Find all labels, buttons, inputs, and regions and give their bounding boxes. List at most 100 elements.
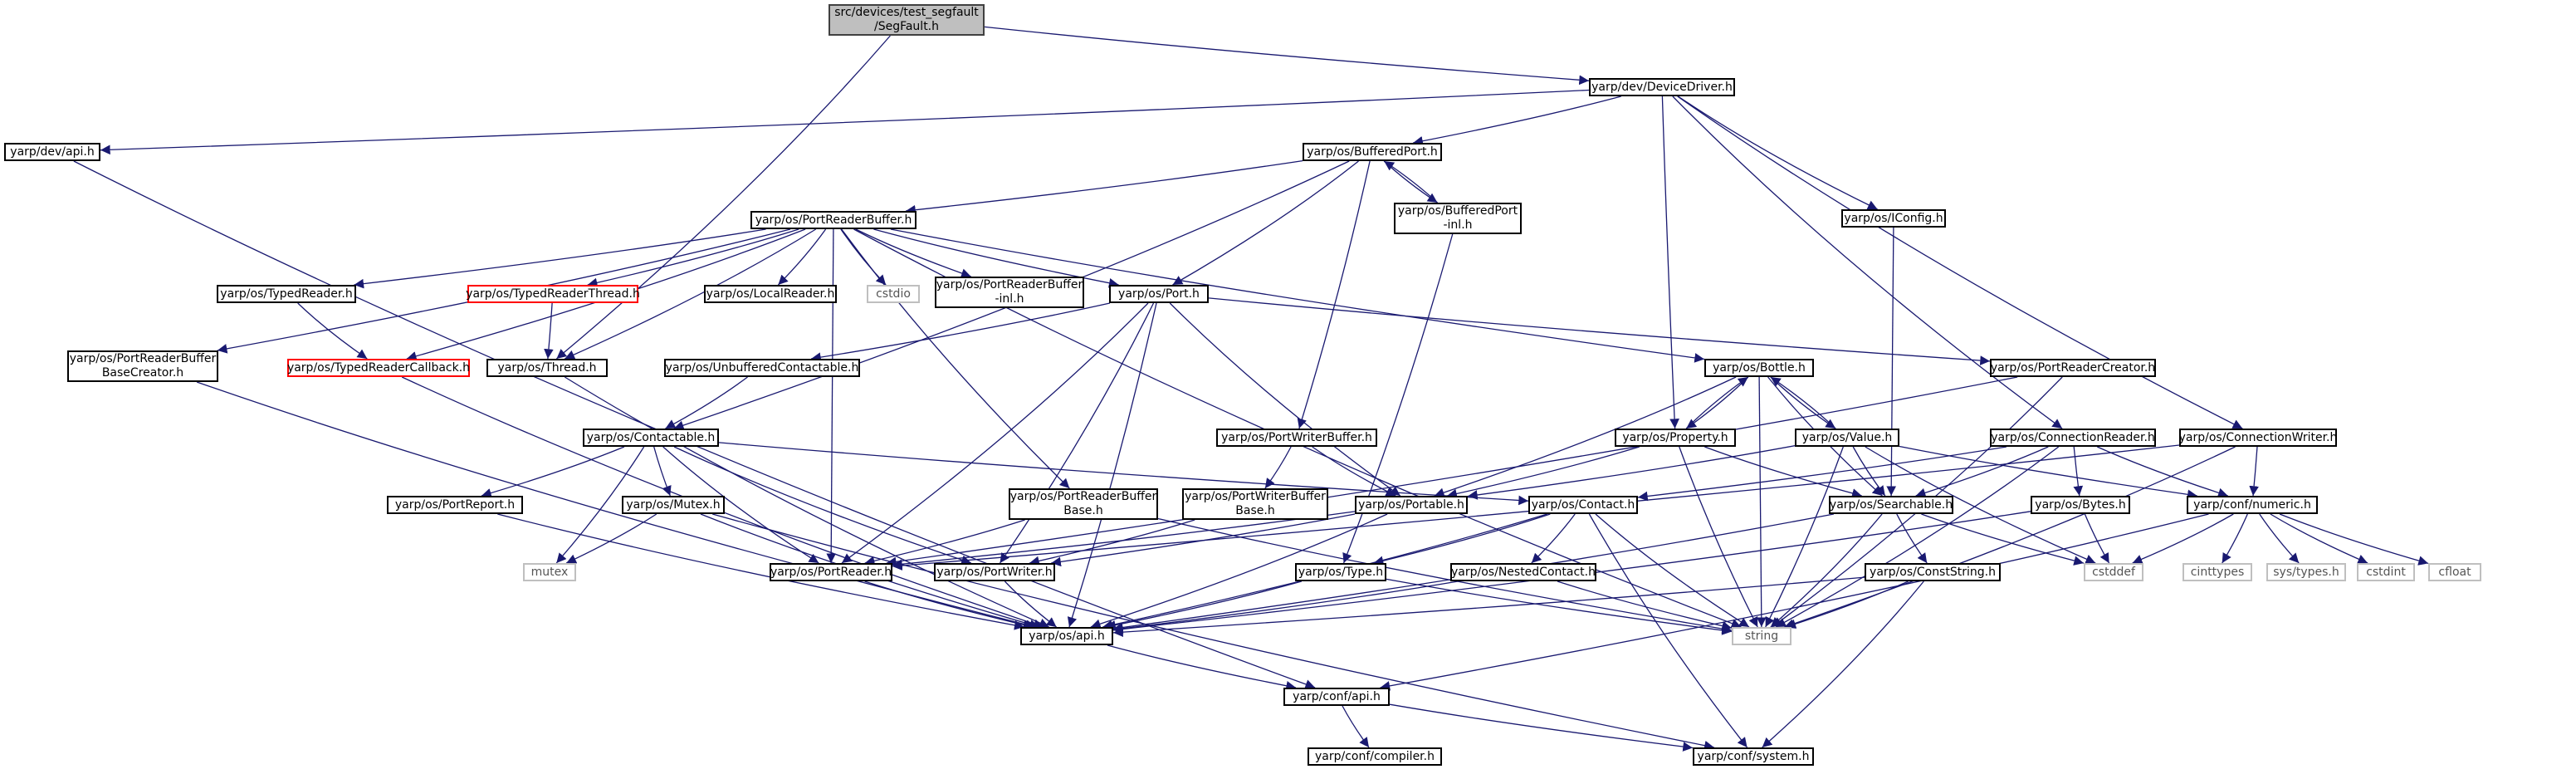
node-pwbbase[interactable]: yarp/os/PortWriterBuffer Base.h bbox=[1182, 488, 1328, 520]
node-confapi[interactable]: yarp/conf/api.h bbox=[1283, 688, 1390, 706]
edge-portwriterbuffer-to-portable bbox=[1312, 446, 1396, 497]
edge-connectionreader-to-bytes bbox=[2073, 446, 2084, 497]
node-cinttypes: cinttypes bbox=[2183, 563, 2252, 581]
node-portable[interactable]: yarp/os/Portable.h bbox=[1355, 496, 1468, 514]
node-nestedcontact[interactable]: yarp/os/NestedContact.h bbox=[1450, 563, 1596, 581]
edge-type-to-string bbox=[1386, 578, 1733, 635]
edge-mutexh-to-system bbox=[712, 513, 1714, 751]
node-compiler[interactable]: yarp/conf/compiler.h bbox=[1308, 747, 1442, 766]
node-portreaderbuffer[interactable]: yarp/os/PortReaderBuffer.h bbox=[750, 211, 917, 229]
node-connectionreader[interactable]: yarp/os/ConnectionReader.h bbox=[1990, 429, 2156, 447]
node-numeric[interactable]: yarp/conf/numeric.h bbox=[2187, 496, 2318, 514]
node-typedreaderthread[interactable]: yarp/os/TypedReaderThread.h bbox=[466, 285, 640, 303]
edge-portwriterbuffer-to-pwbbase bbox=[1264, 446, 1292, 489]
edge-port-to-portwriter bbox=[999, 302, 1155, 564]
edge-port-to-unbufferedcontactable bbox=[810, 302, 1111, 362]
node-connectionwriter[interactable]: yarp/os/ConnectionWriter.h bbox=[2179, 429, 2337, 447]
node-thread[interactable]: yarp/os/Thread.h bbox=[486, 359, 608, 377]
node-contactable[interactable]: yarp/os/Contactable.h bbox=[583, 429, 719, 447]
node-bufferedportinl[interactable]: yarp/os/BufferedPort -inl.h bbox=[1394, 203, 1522, 234]
edge-contact-to-type bbox=[1373, 513, 1551, 566]
node-searchable[interactable]: yarp/os/Searchable.h bbox=[1829, 496, 1953, 514]
node-osapi[interactable]: yarp/os/api.h bbox=[1020, 627, 1113, 645]
node-bottle[interactable]: yarp/os/Bottle.h bbox=[1704, 359, 1814, 377]
node-typedreadercallback[interactable]: yarp/os/TypedReaderCallback.h bbox=[287, 359, 470, 377]
edge-portreaderbuffer-to-cstdio bbox=[840, 228, 887, 286]
node-contact[interactable]: yarp/os/Contact.h bbox=[1528, 496, 1638, 514]
edge-bottle-to-property bbox=[1685, 376, 1749, 429]
node-typedreader[interactable]: yarp/os/TypedReader.h bbox=[217, 285, 356, 303]
node-devicedriver[interactable]: yarp/dev/DeviceDriver.h bbox=[1589, 78, 1735, 96]
node-iconfig[interactable]: yarp/os/IConfig.h bbox=[1841, 209, 1946, 228]
edge-searchable-to-conststring bbox=[1896, 513, 1928, 564]
edge-connectionreader-to-string bbox=[1775, 446, 2060, 628]
node-property[interactable]: yarp/os/Property.h bbox=[1615, 429, 1736, 447]
edge-portreaderbuffer-to-portreaderbufferinl bbox=[855, 228, 971, 278]
edge-numeric-to-cfloat bbox=[2279, 513, 2429, 566]
edge-portable-to-portwriter bbox=[1051, 513, 1356, 567]
edge-contactable-to-portreader bbox=[662, 446, 819, 564]
edge-connectionreader-to-numeric bbox=[2097, 446, 2228, 497]
node-prbbase[interactable]: yarp/os/PortReaderBuffer Base.h bbox=[1009, 488, 1158, 520]
edge-connectionreader-to-contact bbox=[1637, 446, 2007, 502]
node-bytes[interactable]: yarp/os/Bytes.h bbox=[2031, 496, 2130, 514]
dependency-edges bbox=[73, 26, 2429, 752]
edge-nestedcontact-to-string bbox=[1557, 580, 1733, 631]
edge-bufferedport-to-portreaderbuffer bbox=[906, 159, 1303, 215]
edge-contactable-to-portreport bbox=[481, 446, 625, 498]
edge-property-to-searchable bbox=[1704, 446, 1862, 498]
edge-value-to-numeric bbox=[1899, 445, 2197, 500]
node-portreader[interactable]: yarp/os/PortReader.h bbox=[770, 563, 892, 581]
node-portreport[interactable]: yarp/os/PortReport.h bbox=[387, 496, 523, 514]
edge-value-to-portable bbox=[1467, 445, 1796, 500]
edge-property-to-bottle bbox=[1685, 376, 1749, 429]
edge-property-to-portable bbox=[1447, 446, 1640, 499]
edge-value-to-bottle bbox=[1770, 376, 1836, 429]
edge-nestedcontact-to-osapi bbox=[1112, 580, 1459, 634]
node-prbbasecreator[interactable]: yarp/os/PortReaderBuffer BaseCreator.h bbox=[67, 350, 218, 382]
edge-mutexh-to-mutex bbox=[565, 513, 657, 564]
edge-portreaderbuffer-to-thread bbox=[565, 228, 817, 360]
edge-bufferedportinl-to-bufferedport bbox=[1383, 160, 1438, 203]
node-localreader[interactable]: yarp/os/LocalReader.h bbox=[704, 285, 837, 303]
node-value[interactable]: yarp/os/Value.h bbox=[1795, 429, 1899, 447]
node-bufferedport[interactable]: yarp/os/BufferedPort.h bbox=[1303, 143, 1442, 161]
edge-prbbase-to-portreader bbox=[864, 519, 1025, 566]
edge-conststring-to-system bbox=[1762, 580, 1924, 748]
edge-segfault-to-thread bbox=[555, 35, 891, 360]
node-segfault[interactable]: src/devices/test_segfault /SegFault.h bbox=[829, 4, 985, 36]
edge-property-to-string bbox=[1679, 446, 1758, 628]
edge-prbbasecreator-to-osapi bbox=[196, 381, 1036, 629]
edge-bufferedportinl-to-type bbox=[1342, 233, 1454, 564]
edge-numeric-to-cinttypes bbox=[2222, 513, 2248, 564]
node-portwriter[interactable]: yarp/os/PortWriter.h bbox=[934, 563, 1055, 581]
edge-bufferedport-to-portwriterbuffer bbox=[1297, 160, 1371, 429]
node-system[interactable]: yarp/conf/system.h bbox=[1693, 747, 1814, 766]
node-port[interactable]: yarp/os/Port.h bbox=[1109, 285, 1209, 303]
edge-bottle-to-portable bbox=[1434, 376, 1737, 497]
edge-portreaderbuffer-to-prbbase bbox=[841, 228, 1070, 489]
edge-numeric-to-confapi bbox=[1380, 513, 2209, 691]
node-mutexh[interactable]: yarp/os/Mutex.h bbox=[622, 496, 725, 514]
edge-typedreader-to-typedreadercallback bbox=[297, 302, 368, 360]
edge-portwriter-to-osapi bbox=[1004, 580, 1057, 628]
edge-devicedriver-to-property bbox=[1661, 96, 1679, 429]
node-conststring[interactable]: yarp/os/ConstString.h bbox=[1865, 563, 2001, 581]
node-mutex: mutex bbox=[523, 563, 576, 581]
edge-thread-to-osapi bbox=[564, 376, 1049, 628]
edge-numeric-to-cstddef bbox=[2132, 513, 2234, 564]
edge-bufferedport-to-port bbox=[1172, 160, 1359, 286]
edge-bottle-to-value bbox=[1770, 376, 1836, 429]
node-unbufferedcontactable[interactable]: yarp/os/UnbufferedContactable.h bbox=[664, 359, 860, 377]
edge-value-to-string bbox=[1765, 446, 1844, 628]
node-portreadercreator[interactable]: yarp/os/PortReaderCreator.h bbox=[1990, 359, 2156, 377]
edge-contact-to-system bbox=[1588, 513, 1748, 748]
node-devapi[interactable]: yarp/dev/api.h bbox=[4, 143, 100, 161]
edge-portreaderbuffer-to-localreader bbox=[777, 228, 827, 286]
edge-connectionwriter-to-string bbox=[1784, 446, 2236, 629]
node-portreaderbufferinl[interactable]: yarp/os/PortReaderBuffer -inl.h bbox=[935, 277, 1084, 308]
node-portwriterbuffer[interactable]: yarp/os/PortWriterBuffer.h bbox=[1216, 429, 1377, 447]
node-type[interactable]: yarp/os/Type.h bbox=[1295, 563, 1386, 581]
edge-osapi-to-confapi bbox=[1107, 644, 1297, 691]
